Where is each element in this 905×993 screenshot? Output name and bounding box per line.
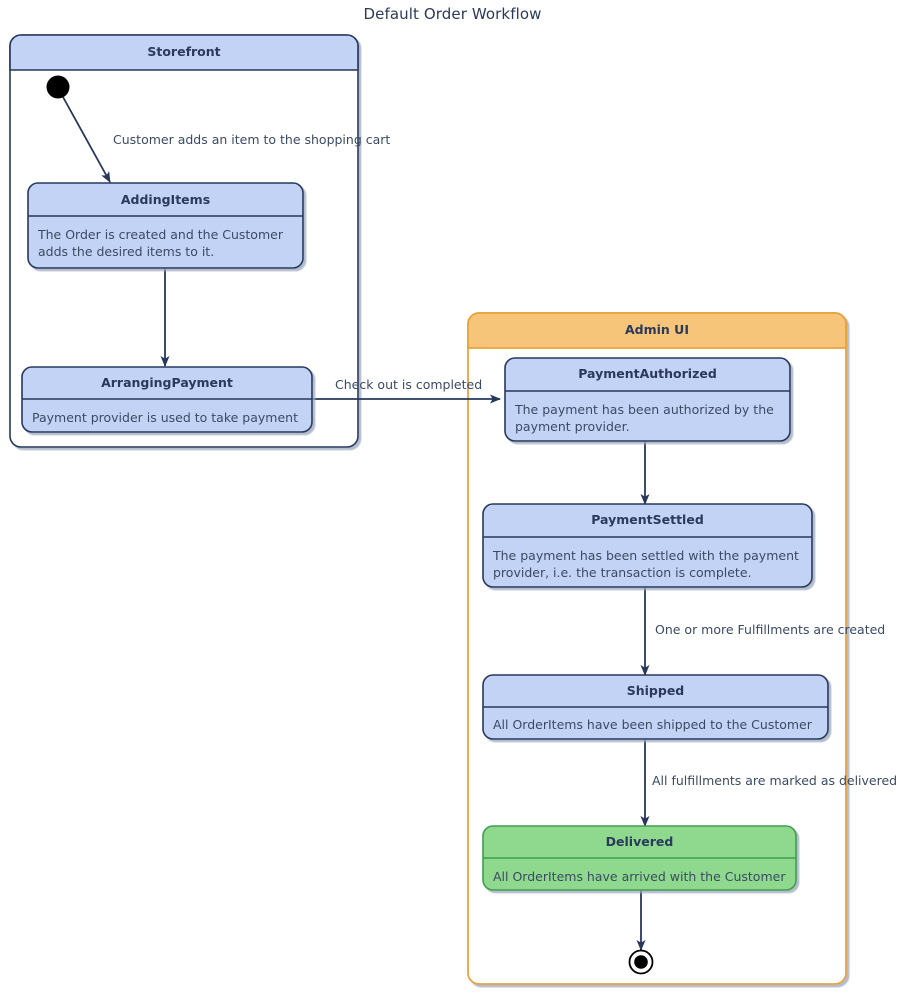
transition-label-fulfillments-delivered: All fulfillments are marked as delivered [652, 773, 898, 788]
region-storefront-title: Storefront [147, 44, 221, 59]
state-delivered-title: Delivered [605, 834, 674, 849]
state-adding-items-title: AddingItems [120, 192, 211, 207]
state-arranging-payment-description: Payment provider is used to take payment [32, 410, 298, 425]
state-payment-settled-description: The payment has been settled with the pa… [493, 548, 799, 580]
state-payment-authorized-box [504, 357, 791, 442]
state-payment-settled-title: PaymentSettled [591, 512, 704, 527]
transition-label-check-out-completed: Check out is completed [335, 377, 483, 392]
state-payment-authorized[interactable] [504, 357, 791, 442]
state-delivered[interactable] [482, 825, 797, 891]
state-shipped-title: Shipped [626, 683, 685, 698]
initial-state-node[interactable] [46, 75, 70, 99]
state-shipped-description: All OrderItems have been shipped to the … [493, 717, 812, 732]
state-payment-settled[interactable] [482, 503, 813, 588]
region-admin-ui[interactable] [467, 312, 847, 985]
region-admin-ui-header [467, 312, 847, 349]
state-adding-items[interactable] [27, 182, 304, 269]
state-delivered-description: All OrderItems have arrived with the Cus… [493, 869, 786, 884]
state-payment-authorized-title: PaymentAuthorized [578, 366, 717, 381]
transition-label-customer-adds-item: Customer adds an item to the shopping ca… [113, 132, 391, 147]
state-shipped[interactable] [482, 674, 829, 740]
final-state-node[interactable] [628, 949, 654, 975]
transition-label-fulfillments-created: One or more Fulfillments are created [655, 622, 886, 637]
region-admin-ui-title: Admin UI [625, 322, 689, 337]
state-arranging-payment-title: ArrangingPayment [101, 375, 233, 390]
state-adding-items-description: The Order is created and the Customer ad… [38, 227, 283, 259]
state-payment-settled-box [482, 503, 813, 588]
region-storefront-header [9, 34, 359, 71]
state-adding-items-box [27, 182, 304, 269]
page-title: Default Order Workflow [363, 5, 542, 23]
state-arranging-payment[interactable] [21, 366, 313, 433]
state-payment-authorized-description: The payment has been authorized by the p… [515, 402, 774, 434]
transition-initial-to-adding-items [62, 96, 111, 183]
